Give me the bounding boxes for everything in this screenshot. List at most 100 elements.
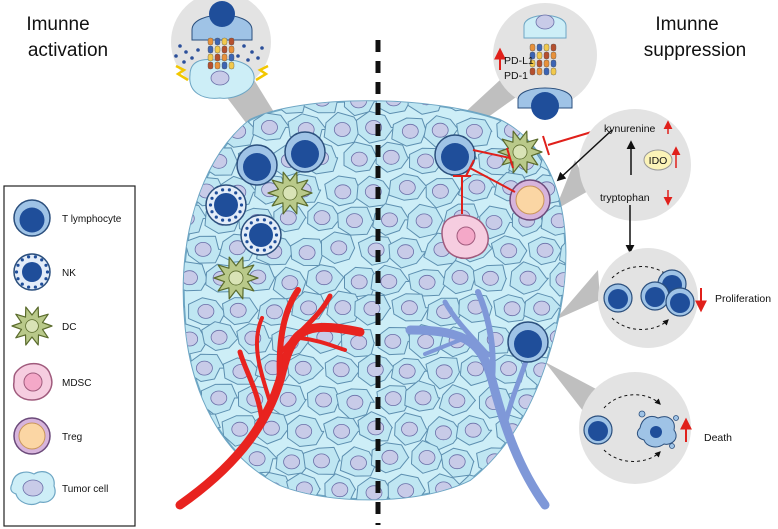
tumor-cell	[479, 205, 514, 240]
ido-enzyme	[643, 149, 673, 171]
label-kynurenine: kynurenine	[604, 123, 656, 135]
tumor-cell	[408, 269, 448, 297]
tumor-cell	[375, 101, 412, 115]
tumor-cell	[457, 173, 496, 202]
tumor-cell	[527, 236, 562, 266]
label-tryptophan: tryptophan	[600, 192, 650, 204]
callout-death	[579, 372, 691, 484]
tumor-cell	[183, 234, 190, 263]
legend: T lymphocyte NK DC MDSC Treg Tumor cell	[3, 185, 136, 527]
tumor-cell	[183, 112, 188, 141]
tumor-cell	[275, 446, 312, 476]
legend-label: NK	[62, 268, 76, 279]
mdsc-cell-right	[441, 214, 489, 260]
tumor-cell	[273, 204, 307, 233]
tumor-cell	[303, 101, 340, 114]
nk-granules	[208, 188, 279, 252]
heading-right-line2: suppression	[644, 40, 746, 61]
tumor-cell	[411, 440, 444, 474]
tumor-cell	[355, 110, 395, 144]
legend-label: MDSC	[62, 378, 91, 389]
tumor-cell	[425, 178, 461, 209]
tumor-cell	[375, 141, 410, 173]
t-cell-edge-right	[507, 321, 549, 363]
legend-label: T lymphocyte	[62, 214, 122, 225]
tumor-cell	[490, 477, 528, 500]
tumor-cell	[183, 443, 211, 476]
tumor-cell	[183, 413, 188, 444]
heading-right-line1: Imunne	[655, 14, 718, 35]
callout-activation	[171, 0, 271, 99]
tumor-cell	[370, 442, 410, 474]
label-death: Death	[704, 432, 732, 444]
tumor-cell	[324, 175, 364, 207]
artery	[175, 287, 365, 510]
tumor-cell	[438, 384, 476, 417]
tumor-cell	[509, 261, 549, 295]
tumor-cell	[305, 264, 345, 296]
tumor-cell	[478, 148, 514, 176]
tumor-cell	[324, 473, 357, 500]
tumor-cell	[339, 446, 377, 477]
tumor-cell	[404, 380, 441, 412]
tumor-cell	[390, 357, 428, 385]
tumor-cell	[188, 297, 227, 326]
tumor-cell	[306, 385, 341, 416]
legend-item-treg: Treg	[13, 417, 82, 455]
treg-cell-right	[509, 179, 551, 221]
tumor-cell	[324, 355, 361, 385]
tumor-cell	[542, 322, 566, 352]
tumor-cell	[183, 261, 209, 292]
heading-left-line2: activation	[28, 40, 108, 61]
tumor-cell	[323, 111, 363, 147]
tumor-cell	[493, 294, 529, 323]
tumor-cell	[222, 297, 259, 326]
tumor-cell	[219, 471, 256, 500]
tumor-cell	[343, 141, 379, 173]
legend-item-mdsc: MDSC	[12, 362, 91, 401]
tumor-cell	[406, 203, 444, 239]
tumor-cell	[183, 145, 206, 176]
tumor-cell	[490, 235, 528, 266]
tumor-cell	[185, 112, 222, 142]
legend-label: Treg	[62, 432, 82, 443]
legend-item-nk: NK	[13, 253, 76, 291]
tumor-cell	[539, 143, 566, 175]
tumor-cell	[391, 117, 427, 147]
tumor-cell	[340, 328, 375, 358]
legend-item-dc: DC	[11, 306, 76, 346]
tumor-cell	[425, 356, 461, 390]
legend-item-tumor: Tumor cell	[10, 471, 108, 506]
tumor-cell	[388, 173, 428, 201]
tumor-cell	[394, 412, 429, 446]
lightning-icon	[175, 64, 189, 82]
tumor-cell	[455, 415, 493, 446]
dc-cell-right	[497, 130, 543, 174]
tumor-cell	[549, 262, 566, 297]
tumor-cell	[544, 442, 566, 475]
tumor-cell	[387, 473, 426, 500]
tumor-cell	[183, 172, 187, 203]
tumor-cell	[302, 446, 341, 475]
tumor-cell	[320, 231, 356, 264]
legend-item-t: T lymphocyte	[13, 199, 122, 237]
tumor-cell	[526, 418, 563, 449]
label-pd1: PD-1	[504, 70, 528, 82]
nk-cell-1	[205, 184, 247, 226]
tumor-cell	[335, 388, 375, 420]
legend-label: Tumor cell	[62, 484, 108, 495]
heading-left-line1: Imunne	[26, 14, 89, 35]
label-pdl1: PD-L1	[504, 55, 534, 67]
callout-cone-prolif	[555, 270, 600, 320]
tumor-cell	[287, 414, 325, 447]
legend-box	[3, 185, 136, 527]
t-cell-left-2	[284, 131, 326, 173]
tumor-cell	[200, 383, 238, 416]
vein	[405, 289, 550, 510]
tumor-cell	[523, 292, 563, 323]
tumor-cell	[559, 476, 566, 500]
label-proliferation: Proliferation	[715, 293, 771, 305]
tumor-cell	[183, 290, 185, 324]
tumor-cell	[472, 264, 507, 292]
